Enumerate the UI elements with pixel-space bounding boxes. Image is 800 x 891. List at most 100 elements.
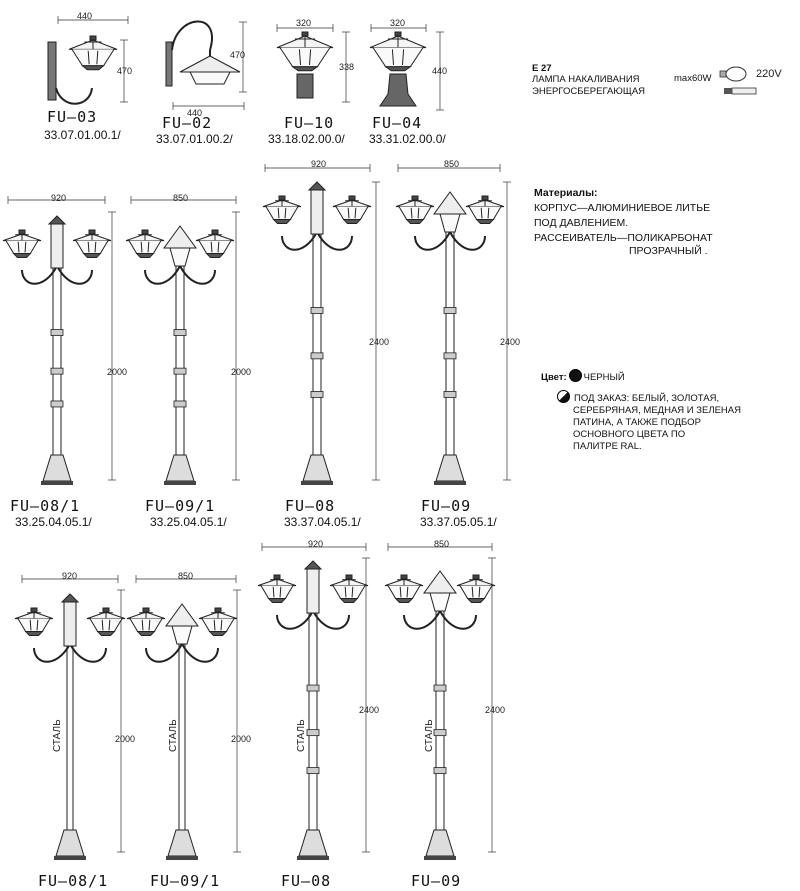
- pole-steel-fu08-1-lantern-right-glass: [89, 618, 123, 633]
- pole-steel-fu08-base: [298, 829, 328, 857]
- pole-steel-fu09-lantern-right-glass-rib: [471, 586, 481, 598]
- dim-width: 440: [187, 108, 203, 118]
- pole-steel-fu08-1-arm-right: [69, 643, 107, 663]
- pole-fu08-lantern-right-finial: [348, 195, 356, 201]
- pole-steel-fu09-lantern-right-base: [466, 598, 486, 604]
- pole-steel-fu09-lantern-right-finial: [472, 574, 480, 580]
- pole-fu08-1-lantern-left-glass: [5, 240, 39, 255]
- pole-steel-fu08-lantern-right-finial: [345, 574, 353, 580]
- dim-height: 2000: [115, 734, 136, 744]
- bulb-icon: [725, 66, 747, 82]
- pole-steel-fu09-collar: [433, 684, 447, 692]
- lantern-fu10-glass: [279, 47, 331, 68]
- dim-width: 850: [444, 159, 460, 169]
- model-name: FU–09/1: [150, 872, 221, 890]
- pole-fu09-1-arm-right: [179, 265, 216, 285]
- model-code: 33.25.04.05.1/: [150, 515, 227, 529]
- pole-fu08-arm-right: [316, 231, 353, 251]
- model-code: 33.18.02.00.0/: [268, 132, 345, 146]
- lantern-fu10-roof-rib: [294, 36, 316, 48]
- pole-fu08-lantern-right-roof-rib: [345, 200, 359, 207]
- pole-fu08-1-lantern-right-roof-rib: [85, 234, 99, 241]
- color-main: Цвет:ЧЕРНЫЙ: [541, 369, 625, 384]
- pole-steel-fu09-lantern-left-finial: [400, 574, 408, 580]
- dim-height: 2400: [500, 337, 521, 347]
- pole-steel-fu09-1-foot: [166, 856, 198, 860]
- pole-fu08-collar: [310, 307, 324, 314]
- pole-steel-fu08-1-lantern-left-roof-rib: [27, 612, 41, 619]
- model-code: 33.07.01.00.2/: [156, 132, 233, 146]
- pole-fu09-lantern-right-base: [475, 219, 495, 225]
- pole-fu09-1-lantern-right-roof-rib: [208, 234, 222, 241]
- materials-line: РАССЕИВАТЕЛЬ—ПОЛИКАРБОНАТ: [534, 232, 713, 244]
- pole-fu09-collar: [443, 307, 457, 314]
- pole-steel-fu09-1-lantern-right-glass-rib: [213, 619, 223, 631]
- post-socket: [296, 73, 314, 99]
- materials-line: КОРПУС—АЛЮМИНИЕВОЕ ЛИТЬЕ: [534, 202, 711, 214]
- pole-fu08-1-foot: [41, 481, 73, 485]
- pole-fu09-1-collar: [173, 400, 187, 408]
- model-name: FU–04: [372, 114, 423, 132]
- wall-plate: [165, 41, 173, 87]
- pole-fu09-center-glass: [439, 213, 461, 233]
- pole-fu08-1-arm-right: [56, 265, 93, 285]
- pole-fu08-center-column: [310, 189, 324, 235]
- pole-fu08-1-lantern-right-glass-rib: [87, 241, 97, 253]
- pole-steel-fu09-1-lantern-left-glass: [129, 618, 163, 633]
- pole-steel-fu09-lantern-right-glass: [459, 585, 493, 600]
- pole-steel-fu08-1-arm-left: [33, 643, 71, 663]
- pole-steel-fu09-base: [425, 829, 455, 857]
- model-name: FU–08/1: [38, 872, 109, 890]
- pole-steel-fu08-1-lantern-left-base: [24, 631, 44, 637]
- pole-fu08-lantern-left-base: [272, 219, 292, 225]
- pole-fu08-lantern-right-base: [342, 219, 362, 225]
- pole-steel-fu08-1-base: [55, 829, 85, 857]
- lantern-fu10-base: [291, 66, 319, 72]
- pole-fu09-1-foot: [164, 481, 196, 485]
- pole-fu08-shaft: [312, 227, 322, 456]
- model-code: 33.37.05.05.1/: [420, 515, 497, 529]
- dim-width: 920: [308, 539, 324, 549]
- swan-arm: [171, 20, 213, 51]
- color-order-line: ПОД ЗАКАЗ: БЕЛЫЙ, ЗОЛОТАЯ,: [574, 393, 720, 404]
- model-code: 33.31.02.00.0/: [369, 132, 446, 146]
- lamp-voltage: 220V: [756, 68, 782, 80]
- color-order-line: ПАТИНА, А ТАКЖЕ ПОДБОР: [573, 417, 701, 428]
- pole-fu08-1-column-cap: [47, 215, 67, 225]
- pole-fu08-1-lantern-left-glass-rib: [17, 241, 27, 253]
- pole-fu09-1-lantern-left-base: [135, 253, 155, 259]
- pole-steel-fu08-lantern-right-roof-rib: [342, 579, 356, 586]
- pole-fu08-collar: [310, 352, 324, 360]
- pole-fu08-foot: [301, 481, 333, 485]
- dim-height: 338: [339, 62, 355, 72]
- lantern-fu10-finial: [301, 31, 309, 37]
- pole-steel-fu09-lantern-left-base: [394, 598, 414, 604]
- model-name: FU–03: [47, 108, 98, 126]
- dim-width: 920: [62, 571, 78, 581]
- pole-fu09-collar: [443, 352, 457, 360]
- dim-height: 2400: [359, 705, 380, 715]
- lantern-fu03-base: [81, 65, 105, 71]
- pole-fu08-column-cap: [307, 181, 327, 191]
- pole-steel-fu09-center-roof: [423, 570, 457, 594]
- pole-steel-fu08-collar: [306, 684, 320, 692]
- pole-steel-fu09-lantern-left-roof-rib: [397, 579, 411, 586]
- lantern-fu03-finial: [89, 35, 97, 41]
- pole-steel-fu09-1-lantern-right-glass: [201, 618, 235, 633]
- pole-fu09-1-base: [165, 454, 195, 482]
- pole-steel-fu09-1-base: [167, 829, 197, 857]
- lamp-power: max60W: [674, 73, 712, 84]
- pole-fu09-1-lantern-right-base: [205, 253, 225, 259]
- pole-steel-fu08-lantern-right-glass-rib: [344, 586, 354, 598]
- lamp-type-energysaving: ЭНЕРГОСБЕРЕГАЮЩАЯ: [532, 86, 646, 97]
- pole-fu08-lantern-left-glass-rib: [277, 207, 287, 219]
- dim-width: 920: [311, 159, 327, 169]
- model-code: 33.25.04.05.1/: [15, 515, 92, 529]
- pole-fu09-lantern-left-glass-rib: [410, 207, 420, 219]
- pole-fu09-lantern-left-finial: [411, 195, 419, 201]
- steel-label: СТАЛЬ: [424, 719, 435, 752]
- pole-steel-fu08-1-shaft: [66, 639, 74, 831]
- pillar-base: [379, 73, 417, 107]
- lantern-fu04-base: [384, 66, 412, 72]
- lamp-type-incandescent: ЛАМПА НАКАЛИВАНИЯ: [532, 74, 640, 85]
